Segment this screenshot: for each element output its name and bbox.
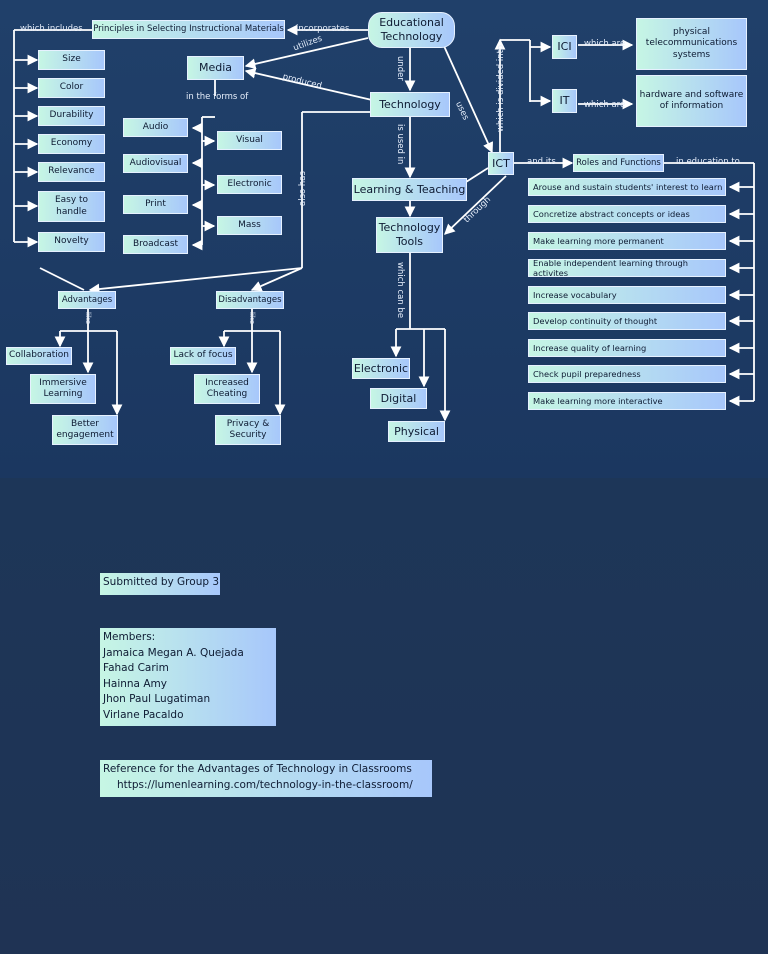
- member-name: Jhon Paul Lugatiman: [103, 693, 211, 705]
- edge-label-like-disadvantages: like: [248, 312, 256, 325]
- edge-label-in-education-to: in education to: [676, 157, 740, 167]
- submitted-by-box: Submitted by Group 3: [100, 573, 220, 595]
- reference-box: Reference for the Advantages of Technolo…: [100, 760, 432, 797]
- node-it: IT: [552, 89, 577, 113]
- node-educational-technology: Educational Technology: [368, 12, 455, 48]
- line-principles-advantages: [39, 267, 85, 291]
- tool-item: Digital: [370, 388, 427, 409]
- advantage-item: Immersive Learning: [30, 374, 96, 404]
- principle-item: Size: [38, 50, 105, 70]
- disadvantage-item: Lack of focus: [170, 347, 236, 365]
- edge-label-which-are-it: which are: [584, 100, 626, 110]
- edge-label-also-has: also has: [298, 171, 308, 206]
- member-name: Jamaica Megan A. Quejada: [103, 646, 244, 659]
- node-technology: Technology: [370, 92, 450, 117]
- member-name: Fahad Carim: [103, 662, 169, 674]
- line-to-advantages: [88, 267, 303, 295]
- reference-title: Reference for the Advantages of Technolo…: [103, 763, 412, 775]
- line-ict-learning: [465, 167, 489, 183]
- node-roles-functions: Roles and Functions: [573, 154, 664, 172]
- role-item: Check pupil preparedness: [528, 365, 726, 383]
- role-item: Make learning more permanent: [528, 232, 726, 250]
- media-form-item: Print: [123, 195, 188, 214]
- submitted-by-text: Submitted by Group 3: [103, 576, 220, 588]
- node-ict: ICT: [488, 152, 514, 175]
- edge-label-and-its: and its: [527, 157, 556, 167]
- node-learning-teaching: Learning & Teaching: [352, 178, 467, 201]
- node-ici: ICI: [552, 35, 577, 59]
- principle-item: Novelty: [38, 232, 105, 252]
- edge-label-which-is-divided-into: which is divided into: [496, 44, 506, 132]
- role-item: Develop continuity of thought: [528, 312, 726, 330]
- edge-label-in-the-forms-of: in the forms of: [186, 92, 249, 102]
- media-form-item: Broadcast: [123, 235, 188, 254]
- node-principles: Principles in Selecting Instructional Ma…: [92, 20, 285, 39]
- edge-label-incorporates: incorporates: [296, 24, 350, 34]
- role-item: Enable independent learning through acti…: [528, 258, 726, 278]
- media-form-item: Audio: [123, 118, 188, 137]
- principle-item: Durability: [38, 106, 105, 126]
- tool-item: Physical: [388, 421, 445, 442]
- line-ict-tools: [444, 175, 507, 235]
- disadvantage-item: Increased Cheating: [194, 374, 260, 404]
- line-technology-media: [244, 67, 373, 101]
- edge-label-which-includes: which includes: [20, 24, 83, 34]
- advantage-item: Collaboration: [6, 347, 72, 365]
- role-item: Arouse and sustain students' interest to…: [528, 178, 726, 196]
- node-advantages: Advantages: [58, 291, 116, 309]
- connector-lines: [27, 24, 740, 422]
- line-to-disadvantages: [250, 267, 303, 292]
- reference-url[interactable]: https://lumenlearning.com/technology-in-…: [117, 778, 413, 791]
- edge-label-is-used-in: is used in: [395, 124, 405, 165]
- node-media: Media: [187, 56, 244, 80]
- role-item: Concretize abstract concepts or ideas: [528, 205, 726, 223]
- media-form-item: Visual: [217, 131, 282, 150]
- line-edtech-media: [244, 37, 369, 70]
- member-name: Virlane Pacaldo: [103, 708, 184, 721]
- principle-item: Relevance: [38, 162, 105, 182]
- media-form-item: Mass: [217, 216, 282, 235]
- media-form-item: Electronic: [217, 175, 282, 194]
- node-ici-desc: physical telecommunications systems: [636, 18, 747, 70]
- advantage-item: Better engagement: [52, 415, 118, 445]
- line-edtech-ict: [443, 45, 494, 154]
- principle-item: Easy to handle: [38, 191, 105, 222]
- node-it-desc: hardware and software of information: [636, 75, 747, 127]
- member-name: Hainna Amy: [103, 677, 167, 690]
- role-item: Increase vocabulary: [528, 286, 726, 304]
- members-heading: Members:: [103, 631, 156, 643]
- tool-item: Electronic: [352, 358, 410, 379]
- node-disadvantages: Disadvantages: [216, 291, 284, 309]
- edge-label-under: under: [395, 56, 405, 81]
- role-item: Make learning more interactive: [528, 392, 726, 410]
- disadvantage-item: Privacy & Security: [215, 415, 281, 445]
- principle-item: Color: [38, 78, 105, 98]
- edge-label-like-advantages: like: [84, 312, 92, 325]
- role-item: Increase quality of learning: [528, 339, 726, 357]
- media-form-item: Audiovisual: [123, 154, 188, 173]
- members-box: Members: Jamaica Megan A. Quejada Fahad …: [100, 628, 276, 726]
- edge-label-which-can-be: which can be: [395, 262, 405, 319]
- edge-label-which-are-ici: which are: [584, 39, 626, 49]
- node-technology-tools: Technology Tools: [376, 217, 443, 253]
- principle-item: Economy: [38, 134, 105, 154]
